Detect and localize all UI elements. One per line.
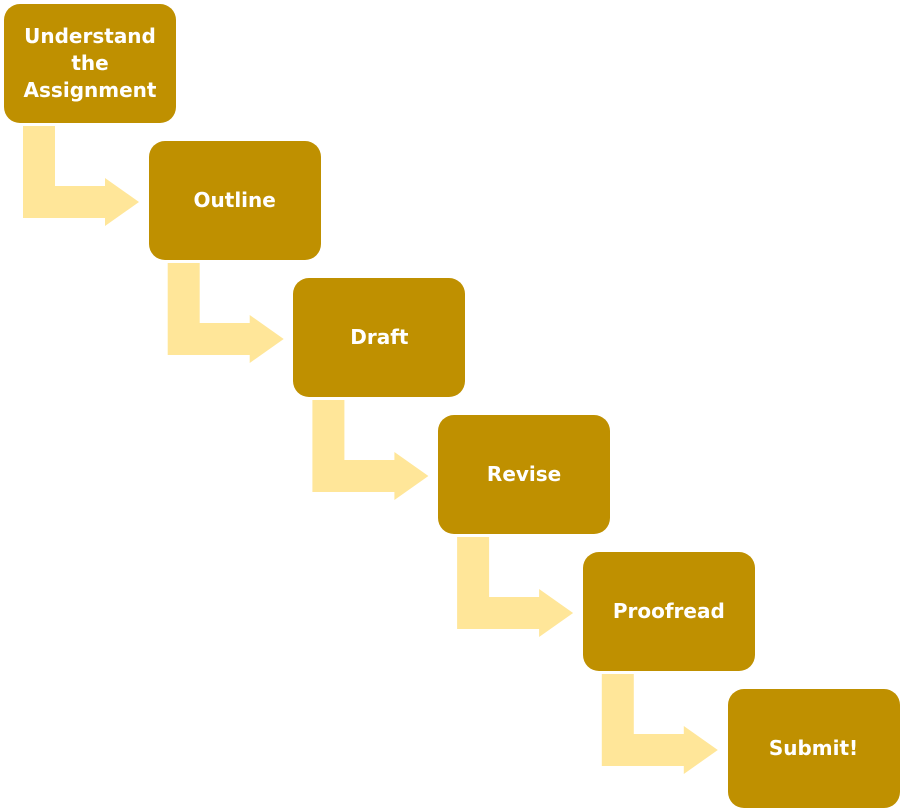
connector-arrow-icon	[312, 400, 429, 500]
step-box: Revise	[438, 415, 611, 534]
step-box: Proofread	[582, 552, 755, 671]
connector-arrow-icon	[167, 263, 284, 363]
connector-arrow-icon	[601, 674, 718, 774]
step-label: Submit!	[768, 736, 859, 760]
step-label: Outline	[193, 188, 276, 212]
step-box: Draft	[293, 278, 466, 397]
step-label: Draft	[350, 325, 409, 349]
connector-arrow-icon	[457, 537, 574, 637]
connector-arrow-icon	[23, 126, 139, 226]
step-box: Outline	[148, 141, 321, 260]
step-box: Submit!	[727, 689, 900, 808]
step-label: Proofread	[612, 599, 725, 623]
step-label: Revise	[486, 462, 562, 486]
